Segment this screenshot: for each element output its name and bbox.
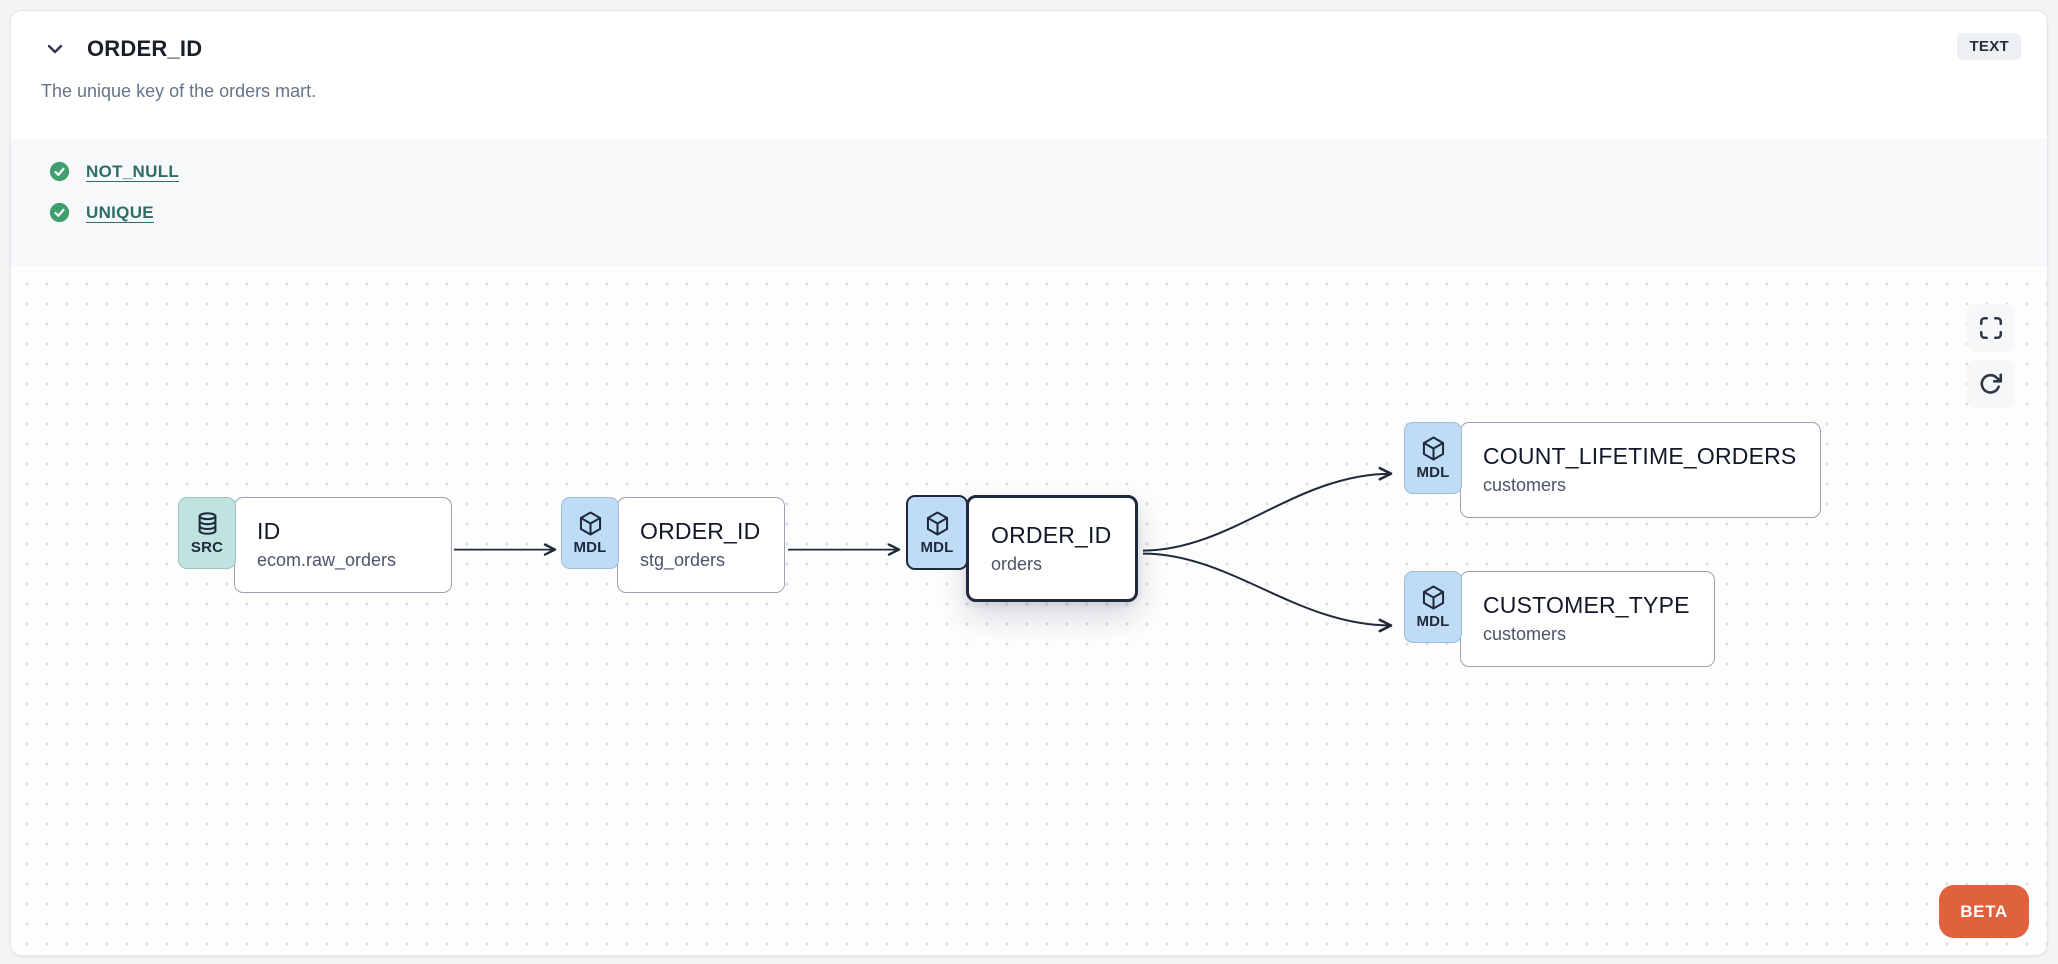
- lineage-node-id-raw-orders[interactable]: SRC ID ecom.raw_orders: [178, 497, 452, 593]
- lineage-node-order-id-stg-orders[interactable]: MDL ORDER_ID stg_orders: [561, 497, 786, 593]
- canvas-controls: [1967, 304, 2015, 408]
- test-link-unique[interactable]: UNIQUE: [86, 202, 154, 222]
- column-title: ORDER_ID: [87, 36, 203, 61]
- tests-section: NOT_NULL UNIQUE: [11, 139, 2047, 266]
- cube-icon: [579, 511, 601, 536]
- node-title: ORDER_ID: [991, 521, 1112, 548]
- database-icon: [198, 512, 216, 535]
- node-badge-label: SRC: [190, 539, 224, 556]
- lineage-edges: [454, 466, 1393, 633]
- node-subtitle: stg_orders: [640, 550, 726, 570]
- node-type-badge-mdl: MDL: [1404, 422, 1462, 494]
- column-type-badge: TEXT: [1957, 33, 2021, 60]
- cube-icon: [926, 510, 948, 536]
- node-title: CUSTOMER_TYPE: [1483, 592, 1690, 618]
- column-details-card: ORDER_ID TEXT The unique key of the orde…: [10, 10, 2048, 956]
- chevron-down-icon: [47, 44, 63, 54]
- node-type-badge-mdl: MDL: [561, 497, 619, 569]
- column-description: The unique key of the orders mart.: [41, 81, 317, 101]
- lineage-node-order-id-orders-selected[interactable]: MDL ORDER_ID orders: [906, 495, 1139, 602]
- node-type-badge-mdl: MDL: [906, 495, 968, 570]
- cube-icon: [1422, 585, 1444, 610]
- node-card: ORDER_ID stg_orders: [617, 497, 786, 593]
- node-title: ORDER_ID: [640, 518, 761, 544]
- fullscreen-icon: [1979, 316, 2003, 340]
- node-badge-label: MDL: [920, 538, 954, 556]
- refresh-button[interactable]: [1967, 360, 2015, 408]
- node-subtitle: orders: [991, 553, 1043, 574]
- node-title: ID: [257, 518, 281, 544]
- test-link-not-null[interactable]: NOT_NULL: [86, 161, 180, 181]
- node-card: ORDER_ID orders: [966, 495, 1139, 602]
- lineage-node-count-lifetime-orders-customers[interactable]: MDL COUNT_LIFETIME_ORDERS customers: [1404, 422, 1822, 518]
- check-circle-icon: [49, 202, 70, 223]
- check-circle-icon: [49, 161, 70, 182]
- node-badge-label: MDL: [573, 539, 607, 556]
- node-type-badge-src: SRC: [178, 497, 236, 569]
- lineage-canvas[interactable]: SRC ID ecom.raw_orders MDL: [11, 266, 2047, 955]
- node-badge-label: MDL: [1416, 613, 1450, 630]
- collapse-chevron-button[interactable]: [41, 35, 69, 63]
- lineage-node-customer-type-customers[interactable]: MDL CUSTOMER_TYPE customers: [1404, 571, 1715, 667]
- refresh-icon: [1980, 373, 2003, 394]
- test-row-not-null: NOT_NULL: [49, 161, 2047, 182]
- edge-orders-to-customer-type: [1142, 552, 1393, 633]
- edge-orders-to-count-lifetime-orders: [1142, 466, 1393, 552]
- beta-badge: BETA: [1939, 885, 2029, 938]
- column-header: ORDER_ID TEXT The unique key of the orde…: [11, 11, 2047, 139]
- node-subtitle: customers: [1483, 624, 1567, 644]
- node-type-badge-mdl: MDL: [1404, 571, 1462, 643]
- cube-icon: [1422, 436, 1444, 461]
- node-card: COUNT_LIFETIME_ORDERS customers: [1460, 422, 1822, 518]
- test-row-unique: UNIQUE: [49, 202, 2047, 223]
- node-badge-label: MDL: [1416, 464, 1450, 481]
- node-subtitle: ecom.raw_orders: [257, 550, 397, 570]
- node-card: CUSTOMER_TYPE customers: [1460, 571, 1715, 667]
- node-title: COUNT_LIFETIME_ORDERS: [1483, 443, 1797, 469]
- node-subtitle: customers: [1483, 475, 1567, 495]
- fullscreen-button[interactable]: [1967, 304, 2015, 352]
- node-card: ID ecom.raw_orders: [234, 497, 452, 593]
